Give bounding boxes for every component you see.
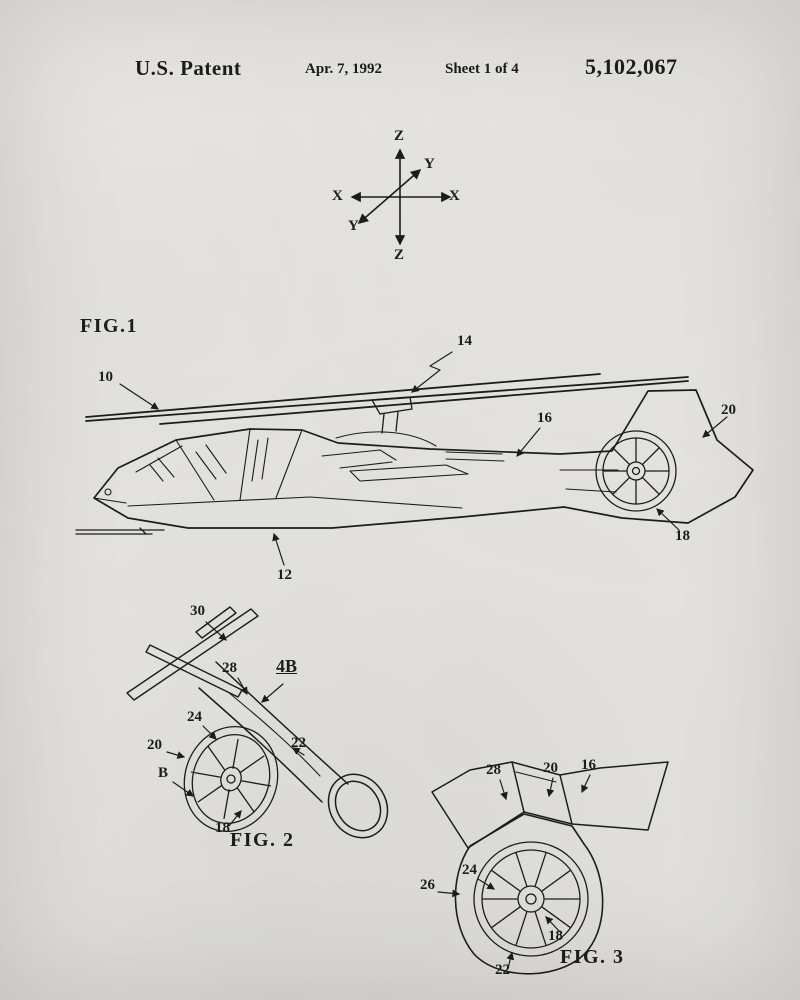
fig2-ref-30: 30 (190, 603, 205, 619)
fig2-ref-22: 22 (291, 735, 306, 751)
axis-z-bottom-label: Z (394, 247, 405, 263)
fig2-ref-18: 18 (215, 820, 230, 836)
fig1-ref-10: 10 (98, 369, 113, 385)
fig2-drawing (126, 606, 389, 839)
axis-x-left-label: X (332, 188, 343, 204)
fig2-ref-20: 20 (147, 737, 162, 753)
sheet-number: Sheet 1 of 4 (445, 61, 519, 77)
patent-title: U.S. Patent (135, 56, 242, 80)
fig3-label: FIG. 3 (560, 946, 625, 968)
axis-x-right-label: X (449, 188, 460, 204)
fig3-ref-26: 26 (420, 877, 435, 893)
fig1-ref-18: 18 (675, 528, 690, 544)
fig1-ref-12: 12 (277, 567, 292, 583)
fig1-label: FIG.1 (80, 315, 139, 337)
axis-z-top-label: Z (394, 128, 405, 144)
fig3-ref-18: 18 (548, 928, 563, 944)
axes-diagram (350, 148, 452, 246)
fig3-drawing (431, 761, 669, 975)
fig2-ref-b: B (158, 765, 169, 781)
fig3-ref-22: 22 (495, 962, 510, 978)
fig1-ref-14: 14 (457, 333, 472, 349)
fig2-label: FIG. 2 (230, 829, 295, 851)
patent-date: Apr. 7, 1992 (305, 61, 382, 77)
fig2-ref-4b: 4B (276, 656, 298, 676)
axis-y-upper-label: Y (424, 156, 435, 172)
fig1-drawing (75, 351, 754, 566)
fig1-ref-20: 20 (721, 402, 736, 418)
fig3-ref-20: 20 (543, 760, 558, 776)
fig3-ref-28: 28 (486, 762, 501, 778)
fig1-ref-16: 16 (537, 410, 552, 426)
patent-number: 5,102,067 (585, 54, 678, 79)
fig2-ref-28: 28 (222, 660, 237, 676)
fig3-ref-16: 16 (581, 757, 596, 773)
fig3-ref-24: 24 (462, 862, 477, 878)
axis-y-lower-label: Y (348, 218, 359, 234)
fig2-ref-24: 24 (187, 709, 202, 725)
